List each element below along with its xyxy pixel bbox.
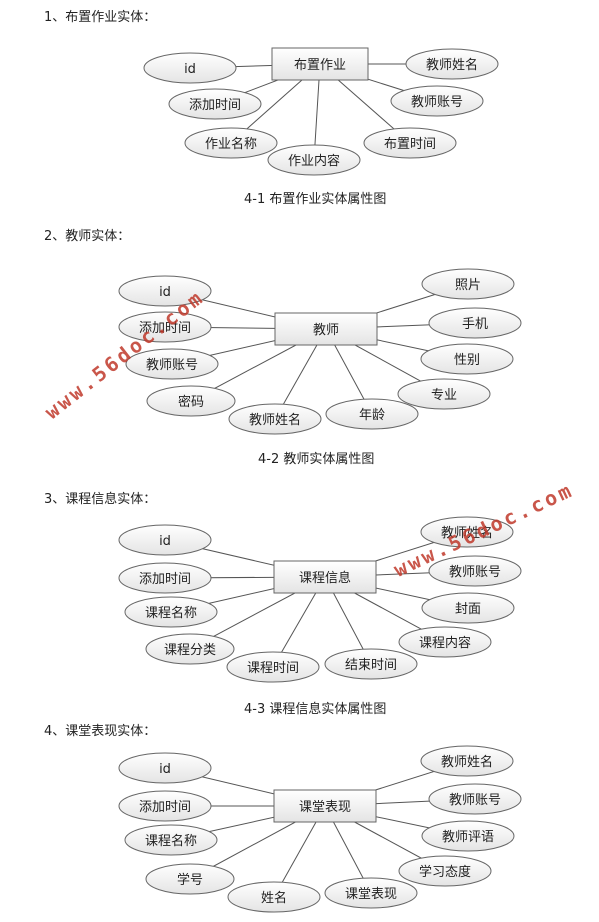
attribute-label: id bbox=[159, 762, 171, 777]
attribute-label: 学号 bbox=[177, 872, 203, 888]
entity-box bbox=[273, 789, 377, 823]
attribute-ellipse bbox=[398, 626, 492, 658]
attribute-label: 添加时间 bbox=[189, 98, 241, 113]
attribute-label: 作业内容 bbox=[288, 153, 340, 169]
attribute-ellipse bbox=[420, 343, 514, 375]
attribute-ellipse bbox=[226, 651, 320, 683]
attribute-label: id bbox=[184, 62, 196, 77]
attribute-ellipse bbox=[421, 592, 515, 624]
attribute-ellipse bbox=[184, 127, 278, 159]
entity-label: 布置作业 bbox=[294, 58, 346, 73]
attribute-ellipse bbox=[118, 752, 212, 784]
attribute-ellipse bbox=[428, 555, 522, 587]
attribute-ellipse bbox=[228, 403, 322, 435]
section-2-caption: 4-2 教师实体属性图 bbox=[258, 452, 375, 467]
attribute-label: 照片 bbox=[455, 278, 481, 293]
attribute-ellipse bbox=[227, 881, 321, 913]
attribute-label: 专业 bbox=[431, 388, 457, 403]
attribute-label: 教师账号 bbox=[411, 94, 463, 110]
attribute-ellipse bbox=[390, 85, 484, 117]
attribute-ellipse bbox=[405, 48, 499, 80]
attribute-ellipse bbox=[267, 144, 361, 176]
attribute-ellipse bbox=[420, 516, 514, 548]
attribute-ellipse bbox=[324, 648, 418, 680]
attribute-label: 课程分类 bbox=[164, 643, 216, 658]
entity-label: 课堂表现 bbox=[299, 800, 351, 815]
attribute-label: 姓名 bbox=[261, 890, 287, 906]
attribute-label: 结束时间 bbox=[345, 658, 397, 673]
attribute-label: 教师账号 bbox=[146, 357, 198, 373]
section-2-heading: 2、教师实体： bbox=[44, 229, 131, 244]
attribute-label: 添加时间 bbox=[139, 572, 191, 587]
attribute-ellipse bbox=[145, 633, 235, 665]
attribute-ellipse bbox=[118, 562, 212, 594]
attribute-label: 年龄 bbox=[359, 408, 385, 423]
attribute-label: 课程名称 bbox=[145, 605, 197, 621]
attribute-ellipse bbox=[325, 398, 419, 430]
attribute-ellipse bbox=[145, 863, 235, 895]
entity-label: 教师 bbox=[313, 322, 339, 338]
entity-box bbox=[271, 47, 369, 81]
attribute-ellipse bbox=[397, 378, 491, 410]
attribute-ellipse bbox=[363, 127, 457, 159]
attribute-label: 课程时间 bbox=[247, 661, 299, 676]
attribute-label: 学习态度 bbox=[419, 864, 471, 880]
attribute-label: 教师账号 bbox=[449, 564, 501, 580]
attribute-ellipse bbox=[118, 311, 212, 343]
attribute-ellipse bbox=[168, 88, 262, 120]
attribute-label: 教师账号 bbox=[449, 792, 501, 808]
section-1-heading: 1、布置作业实体： bbox=[44, 10, 157, 25]
section-4-heading: 4、课堂表现实体： bbox=[44, 724, 157, 739]
section-3-caption: 4-3 课程信息实体属性图 bbox=[244, 702, 387, 717]
attribute-label: 课程名称 bbox=[145, 833, 197, 849]
attribute-label: 手机 bbox=[462, 317, 488, 332]
attribute-label: 教师评语 bbox=[442, 829, 494, 845]
attribute-ellipse bbox=[398, 855, 492, 887]
er-diagram-4: id添加时间课程名称学号姓名课堂表现学习态度教师评语教师账号教师姓名课堂表现 bbox=[118, 745, 522, 913]
attribute-label: 课程内容 bbox=[419, 635, 471, 651]
attribute-ellipse bbox=[118, 275, 212, 307]
attribute-ellipse bbox=[125, 348, 219, 380]
entity-label: 课程信息 bbox=[299, 570, 351, 586]
attribute-label: 布置时间 bbox=[384, 137, 436, 152]
attribute-ellipse bbox=[124, 596, 218, 628]
attribute-label: 课堂表现 bbox=[345, 887, 397, 902]
attribute-ellipse bbox=[124, 824, 218, 856]
attribute-label: 添加时间 bbox=[139, 800, 191, 815]
attribute-label: 添加时间 bbox=[139, 321, 191, 336]
attribute-ellipse bbox=[146, 385, 236, 417]
attribute-label: 封面 bbox=[455, 602, 481, 617]
attribute-ellipse bbox=[324, 877, 418, 909]
section-3-heading: 3、课程信息实体： bbox=[44, 492, 157, 507]
attribute-ellipse bbox=[421, 820, 515, 852]
attribute-label: 教师姓名 bbox=[249, 412, 301, 428]
attribute-label: 教师姓名 bbox=[441, 525, 493, 541]
entity-box bbox=[274, 312, 378, 346]
entity-box bbox=[273, 560, 377, 594]
attribute-label: id bbox=[159, 285, 171, 300]
attribute-ellipse bbox=[118, 790, 212, 822]
attribute-label: 密码 bbox=[178, 394, 204, 410]
attribute-ellipse bbox=[420, 745, 514, 777]
attribute-ellipse bbox=[428, 307, 522, 339]
attribute-label: 教师姓名 bbox=[441, 754, 493, 770]
attribute-ellipse bbox=[118, 524, 212, 556]
attribute-label: 性别 bbox=[454, 353, 480, 368]
attribute-label: 教师姓名 bbox=[426, 57, 478, 73]
attribute-ellipse bbox=[143, 52, 237, 84]
attribute-label: 作业名称 bbox=[205, 136, 257, 152]
attribute-ellipse bbox=[428, 783, 522, 815]
attribute-label: id bbox=[159, 534, 171, 549]
attribute-ellipse bbox=[421, 268, 515, 300]
section-1-caption: 4-1 布置作业实体属性图 bbox=[244, 192, 387, 207]
